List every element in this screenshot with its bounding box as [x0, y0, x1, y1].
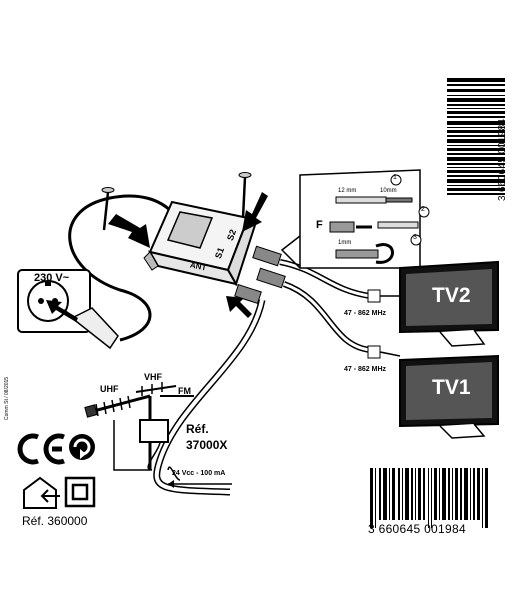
tv1-screen: [399, 354, 499, 439]
side-print-code: Comm St / 08/2015: [4, 376, 10, 420]
cable-prep-bubble: [280, 169, 430, 269]
outlet-tv1: [367, 345, 381, 359]
double-insulation-icon: [64, 476, 96, 508]
bottom-barcode: [370, 468, 488, 528]
prep-dim-10mm: 10mm: [380, 188, 397, 194]
tv1-frequency: 47 - 862 MHz: [344, 366, 387, 373]
tv2-screen: [399, 260, 499, 347]
arrow-mount-right: [242, 192, 268, 232]
antenna-vhf-label: VHF: [144, 372, 162, 382]
product-reference: Réf. 360000: [22, 514, 88, 528]
ce-mark-icon: [17, 433, 65, 465]
coax-cables: [153, 259, 371, 496]
prep-dim-1mm: 1mm: [338, 240, 352, 246]
f-connectors: [234, 245, 286, 305]
tv2-frequency: 47 - 862 MHz: [344, 310, 387, 317]
antenna-uhf-label: UHF: [100, 384, 119, 394]
amplifier-box: [143, 200, 258, 287]
bottom-barcode-number: 3 660645 001984: [368, 522, 466, 536]
screw-left: [101, 187, 115, 231]
indoor-use-icon: [23, 476, 60, 509]
prep-step-1: 1: [393, 174, 397, 181]
tv1-label: TV1: [432, 376, 471, 399]
ref-amp-line2: 37000X: [186, 438, 228, 452]
tv2-label: TV2: [432, 284, 471, 307]
recycle-icon: [69, 434, 95, 460]
arrow-mount-left: [108, 214, 150, 248]
prep-step-3: 3: [413, 234, 417, 241]
prep-step-2: 2: [421, 206, 425, 213]
plug-arrow: [46, 300, 78, 322]
prep-dim-12mm: 12 mm: [338, 188, 357, 194]
screw-top: [238, 172, 252, 219]
side-barcode-number: 3 660645 001984: [497, 118, 508, 201]
arrow-ant-input: [226, 296, 252, 318]
ref-amp-line1: Réf.: [186, 422, 209, 436]
antenna-fm-label: FM: [178, 386, 191, 396]
power-cable: [68, 194, 174, 342]
power-spec-label: 24 Vcc - 100 mA: [172, 470, 226, 477]
outlet-tv2: [367, 289, 381, 303]
side-barcode: [447, 78, 505, 195]
antenna: [84, 382, 194, 481]
prep-f-connector: F: [316, 219, 323, 231]
mains-voltage-label: 230 V~: [34, 272, 70, 284]
